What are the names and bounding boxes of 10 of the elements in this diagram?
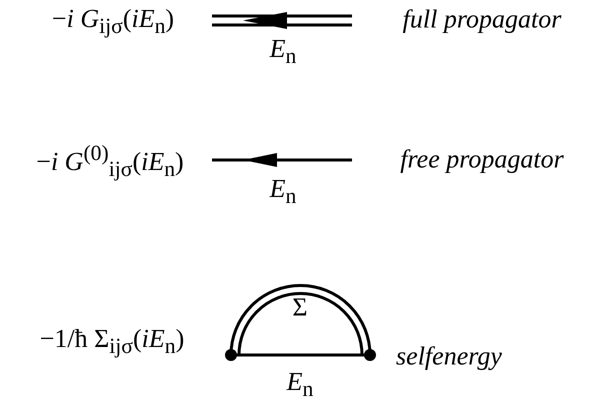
formula: −i G$^{(0)}$$_{ijσ}$(iE$_{n}$) xyxy=(36,142,184,182)
sigma-label: Σ xyxy=(292,294,308,322)
formula: −i G$_{ijσ}$(iE$_{n}$) xyxy=(52,5,174,39)
description-text: selfenergy xyxy=(396,342,502,372)
description-text: full propagator xyxy=(402,6,562,34)
description-text: free propagator xyxy=(400,146,564,174)
energy-label: E$_{n}$ xyxy=(286,368,314,402)
energy-label: E$_{n}$ xyxy=(270,35,296,69)
formula: −1/ħ Σ$_{ijσ}$(iE$_{n}$) xyxy=(40,325,184,359)
energy-label: E$_{n}$ xyxy=(270,175,296,209)
